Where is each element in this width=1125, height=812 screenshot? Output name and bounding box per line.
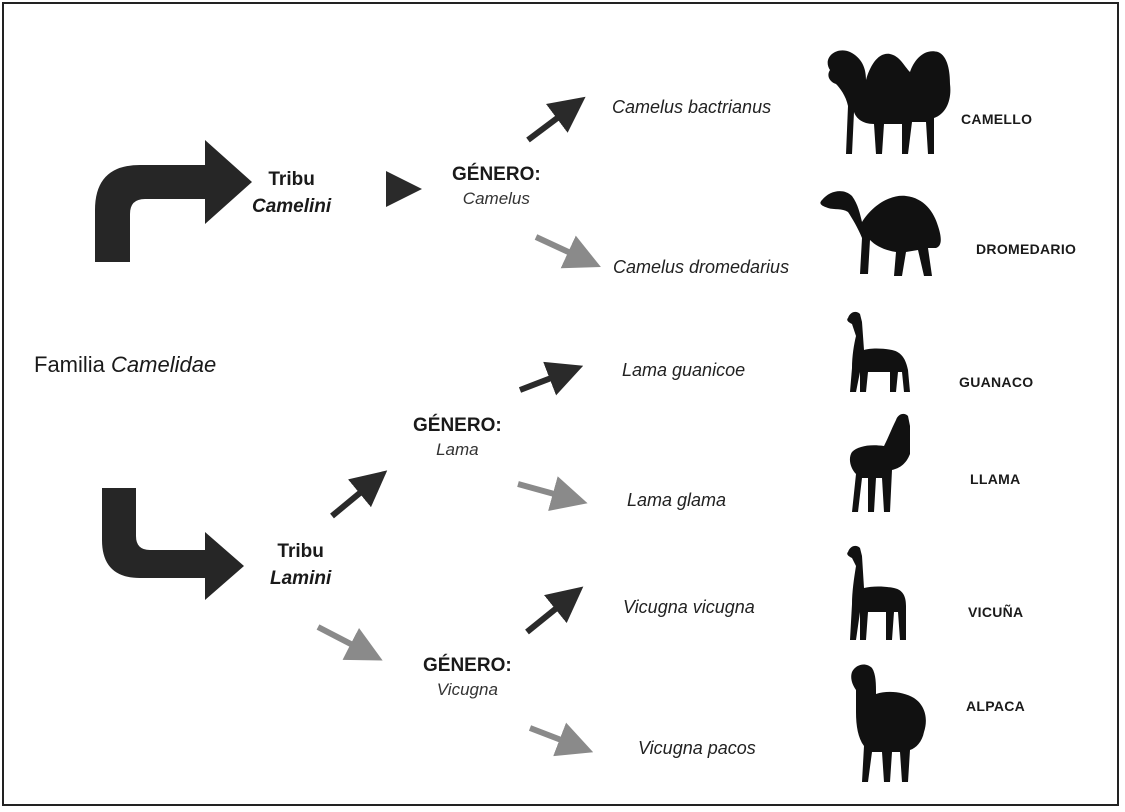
family-name: Camelidae	[111, 352, 216, 377]
common-name-camello: CAMELLO	[961, 111, 1032, 127]
vicugna-to-pacos-arrow	[530, 728, 582, 748]
genus-label: GÉNERO:	[423, 654, 512, 678]
species-dromedarius: Camelus dromedarius	[613, 257, 789, 278]
genus-name: Camelus	[452, 187, 541, 211]
species-glama: Lama glama	[627, 490, 726, 511]
genus-label: GÉNERO:	[413, 414, 502, 438]
dromedary-icon	[820, 191, 940, 276]
camelus-to-dromedarius-arrow	[536, 237, 590, 262]
family-to-camelini-arrow	[95, 140, 252, 262]
common-name-vicuna: VICUÑA	[968, 604, 1023, 620]
vicugna-to-vicugna-arrow	[527, 594, 574, 632]
lama-to-glama-arrow	[518, 484, 576, 500]
genus-name: Vicugna	[423, 678, 512, 702]
genus-vicugna: GÉNERO: Vicugna	[423, 654, 512, 702]
alpaca-icon	[851, 665, 926, 782]
bactrian-camel-icon	[828, 50, 951, 154]
tribe-prefix: Tribu	[268, 169, 314, 190]
camelus-to-bactrianus-arrow	[528, 104, 576, 140]
common-name-alpaca: ALPACA	[966, 698, 1025, 714]
tribe-lamini: Tribu Lamini	[270, 538, 331, 592]
tribe-name: Camelini	[252, 193, 331, 220]
common-name-guanaco: GUANACO	[959, 374, 1033, 390]
vicuna-icon	[847, 546, 906, 640]
family-label: Familia Camelidae	[34, 352, 216, 378]
llama-icon	[850, 414, 910, 512]
genus-camelus: GÉNERO: Camelus	[452, 163, 541, 211]
species-guanicoe: Lama guanicoe	[622, 360, 745, 381]
guanaco-icon	[847, 312, 910, 392]
lamini-to-vicugna-arrow	[318, 627, 372, 655]
tribe-camelini: Tribu Camelini	[252, 166, 331, 220]
family-prefix: Familia	[34, 352, 105, 377]
lama-to-guanicoe-arrow	[520, 370, 572, 390]
species-pacos: Vicugna pacos	[638, 738, 756, 759]
genus-lama: GÉNERO: Lama	[413, 414, 502, 462]
tribe-prefix: Tribu	[277, 541, 323, 562]
species-vicugna: Vicugna vicugna	[623, 597, 755, 618]
species-bactrianus: Camelus bactrianus	[612, 97, 771, 118]
family-to-lamini-arrow	[102, 488, 244, 600]
common-name-dromedario: DROMEDARIO	[976, 241, 1076, 257]
common-name-llama: LLAMA	[970, 471, 1021, 487]
tribe-name: Lamini	[270, 565, 331, 592]
genus-name: Lama	[413, 438, 502, 462]
lamini-to-lama-arrow	[332, 478, 378, 516]
genus-label: GÉNERO:	[452, 163, 541, 187]
